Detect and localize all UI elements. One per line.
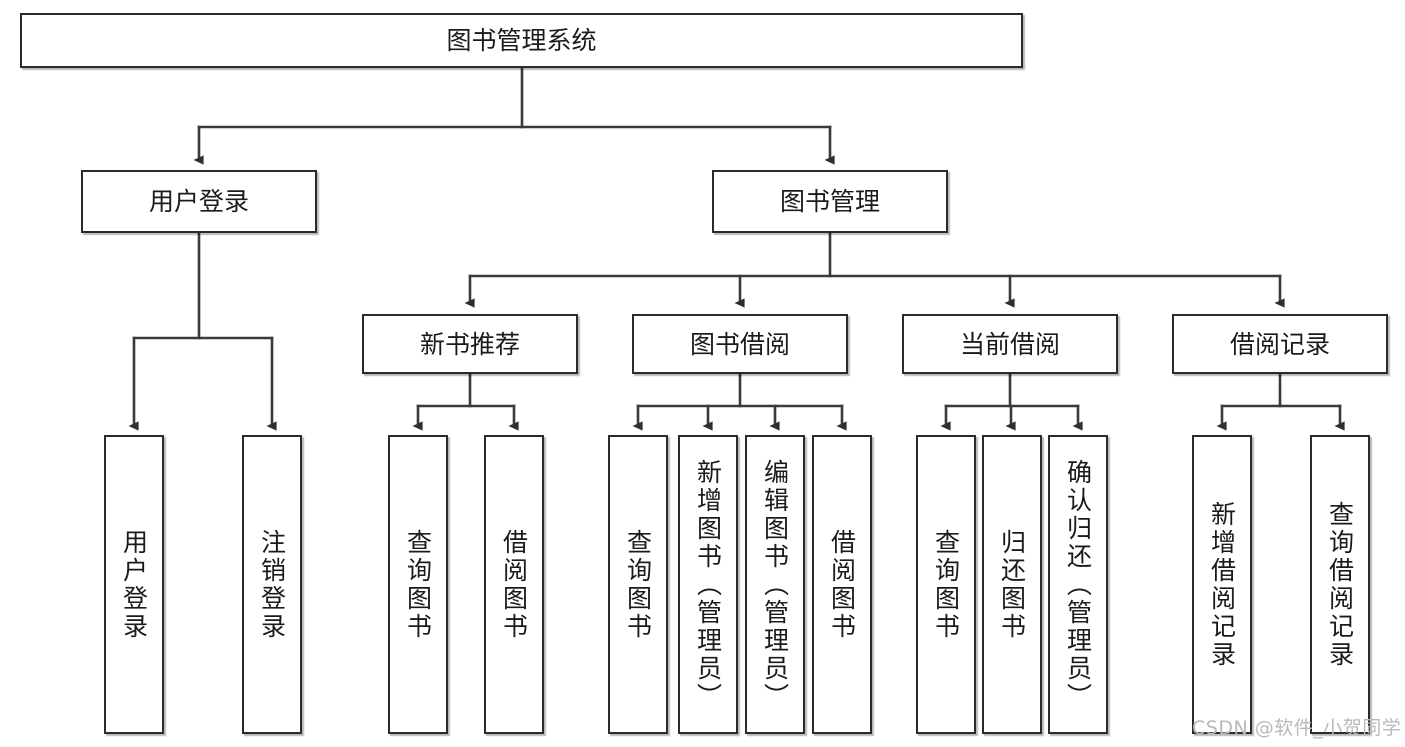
node-book-management[interactable]: 图书管理 (712, 170, 948, 233)
node-leaf-confirm-return[interactable]: 确认归还（管理员） (1048, 435, 1108, 734)
node-leaf-return-book[interactable]: 归还图书 (982, 435, 1042, 734)
node-label: 查询借阅记录 (1325, 500, 1355, 669)
node-user-login[interactable]: 用户登录 (81, 170, 317, 233)
node-label: 借阅图书 (499, 528, 529, 641)
node-leaf-borrow-book-1[interactable]: 借阅图书 (484, 435, 544, 734)
node-leaf-query-record[interactable]: 查询借阅记录 (1310, 435, 1370, 734)
node-label: 查询图书 (403, 528, 433, 641)
node-leaf-query-book-1[interactable]: 查询图书 (388, 435, 448, 734)
node-label: 图书管理系统 (446, 26, 597, 55)
node-label: 图书管理 (779, 187, 880, 216)
node-leaf-query-book-2[interactable]: 查询图书 (608, 435, 668, 734)
node-label: 借阅图书 (827, 528, 857, 641)
node-leaf-user-login[interactable]: 用户登录 (104, 435, 164, 734)
node-label: 新书推荐 (419, 329, 520, 359)
node-label: 新增借阅记录 (1207, 500, 1237, 669)
node-label: 用户登录 (148, 187, 249, 216)
node-label: 借阅记录 (1229, 329, 1330, 359)
node-book-borrow[interactable]: 图书借阅 (632, 314, 848, 374)
node-label: 新增图书（管理员） (693, 458, 723, 711)
node-label: 编辑图书（管理员） (760, 458, 790, 711)
node-leaf-query-book-3[interactable]: 查询图书 (916, 435, 976, 734)
node-leaf-add-record[interactable]: 新增借阅记录 (1192, 435, 1252, 734)
node-leaf-user-logout[interactable]: 注销登录 (242, 435, 302, 734)
node-system-root[interactable]: 图书管理系统 (20, 13, 1023, 68)
node-label: 确认归还（管理员） (1063, 458, 1093, 711)
node-leaf-borrow-book-2[interactable]: 借阅图书 (812, 435, 872, 734)
node-current-borrow[interactable]: 当前借阅 (902, 314, 1118, 374)
node-label: 归还图书 (997, 528, 1027, 641)
node-label: 查询图书 (623, 528, 653, 641)
node-label: 查询图书 (931, 528, 961, 641)
node-label: 图书借阅 (689, 329, 790, 359)
csdn-watermark: CSDN @软件_小贺同学 (1192, 717, 1402, 739)
node-leaf-add-book[interactable]: 新增图书（管理员） (678, 435, 738, 734)
node-leaf-edit-book[interactable]: 编辑图书（管理员） (745, 435, 805, 734)
node-label: 注销登录 (257, 528, 287, 641)
node-borrow-record[interactable]: 借阅记录 (1172, 314, 1388, 374)
node-label: 用户登录 (119, 528, 149, 641)
node-new-book-recommend[interactable]: 新书推荐 (362, 314, 578, 374)
node-label: 当前借阅 (959, 329, 1060, 359)
